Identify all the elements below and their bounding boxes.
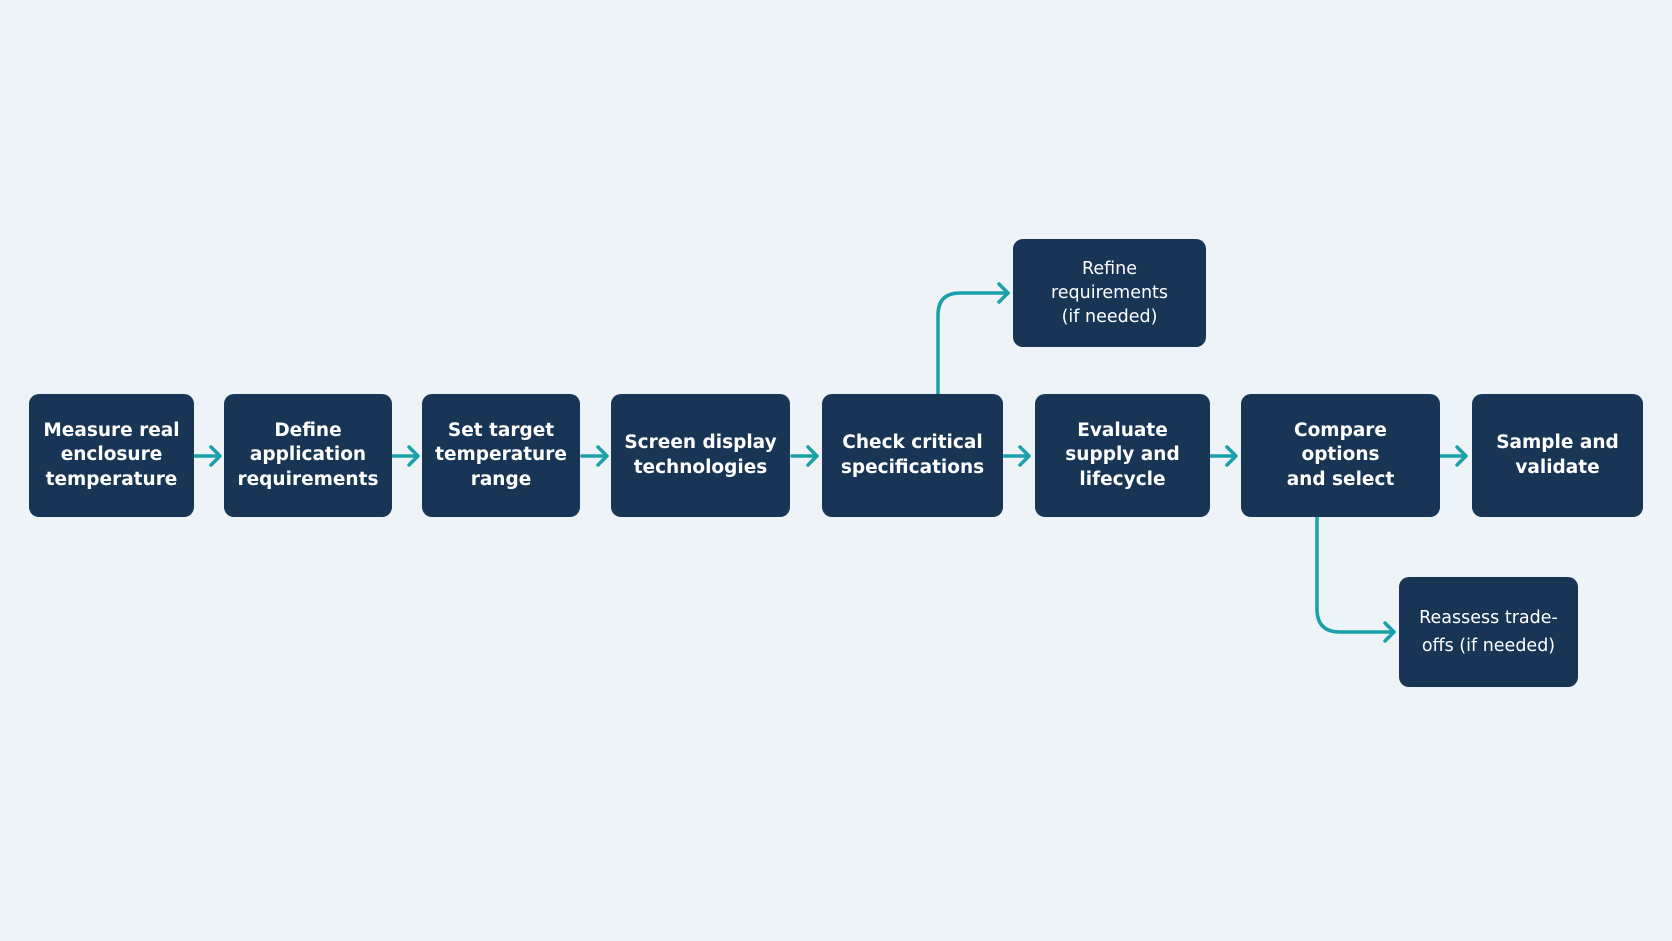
connector-define-to-target xyxy=(391,445,420,467)
branch-refine-requirements: Refine requirements (if needed) xyxy=(1013,239,1206,347)
step-screen-display-technologies: Screen display technologies xyxy=(611,394,790,517)
step-check-critical-specifications: Check critical specifications xyxy=(822,394,1003,517)
connector-check-to-refine xyxy=(936,282,1010,396)
step-evaluate-supply-lifecycle: Evaluate supply and lifecycle xyxy=(1035,394,1210,517)
connector-compare-to-reassess xyxy=(1315,515,1396,643)
connector-target-to-screen xyxy=(580,445,609,467)
step-compare-options-select: Compare options and select xyxy=(1241,394,1440,517)
connector-compare-to-sample xyxy=(1439,445,1468,467)
step-define-application-requirements: Define application requirements xyxy=(224,394,392,517)
step-set-target-temperature-range: Set target temperature range xyxy=(422,394,580,517)
step-sample-validate: Sample and validate xyxy=(1472,394,1643,517)
branch-reassess-trade-offs: Reassess trade- offs (if needed) xyxy=(1399,577,1578,687)
connector-measure-to-define xyxy=(193,445,222,467)
connector-evaluate-to-compare xyxy=(1209,445,1238,467)
connector-screen-to-check xyxy=(790,445,819,467)
connector-check-to-evaluate xyxy=(1002,445,1031,467)
step-measure-enclosure-temperature: Measure real enclosure temperature xyxy=(29,394,194,517)
